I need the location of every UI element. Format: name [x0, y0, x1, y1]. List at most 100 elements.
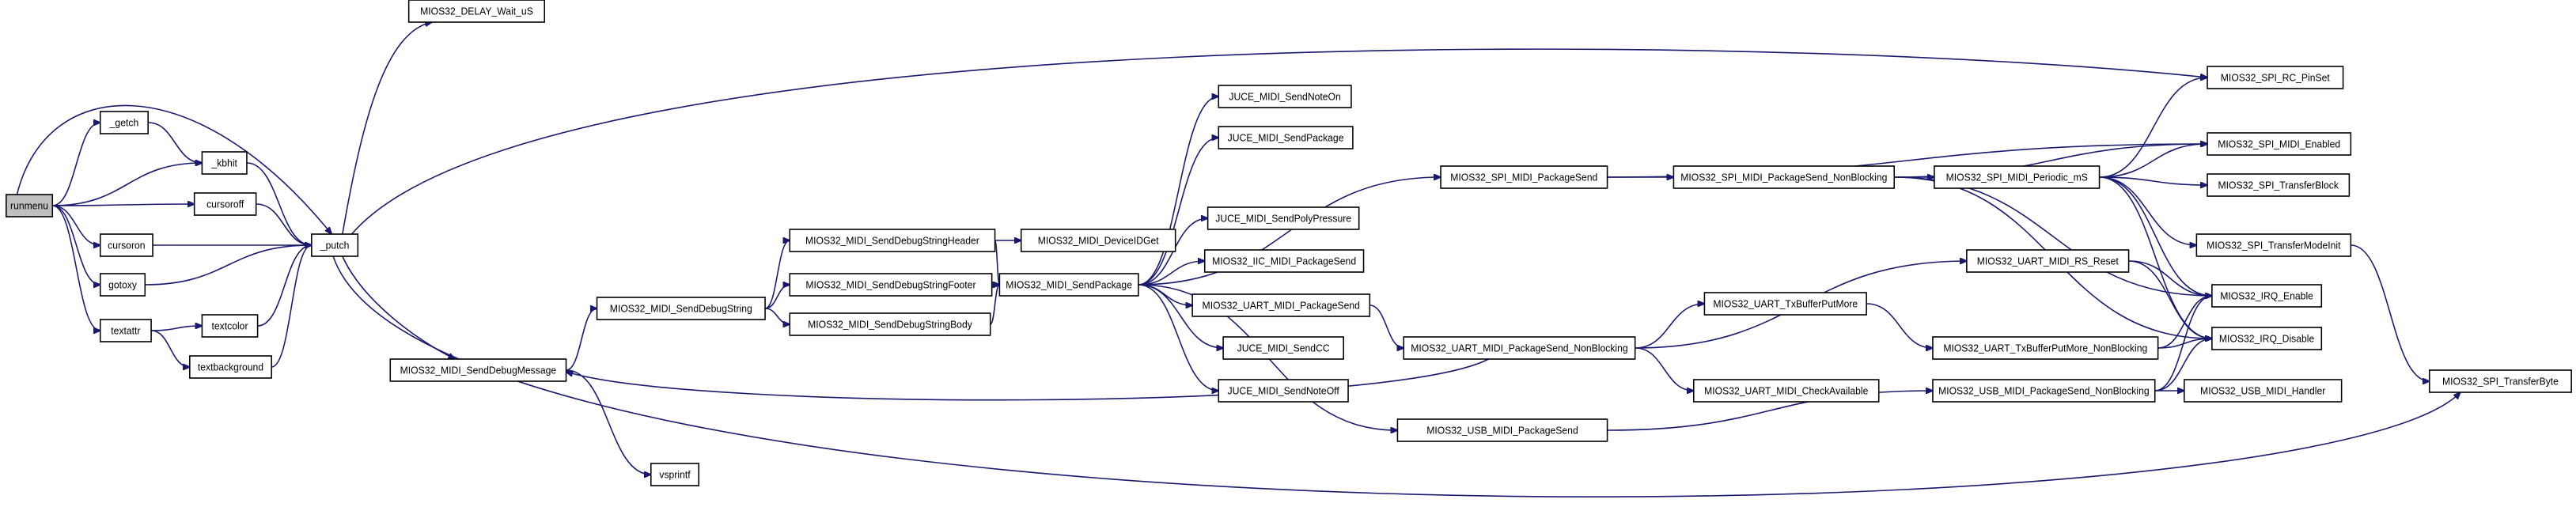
- node-label: MIOS32_SPI_MIDI_PackageSend: [1450, 172, 1597, 183]
- node-box: [1934, 165, 2101, 189]
- node-label: MIOS32_UART_MIDI_RS_Reset: [1977, 255, 2120, 267]
- node-label: MIOS32_SPI_MIDI_Periodic_mS: [1946, 172, 2088, 183]
- node-box: [1218, 85, 1352, 108]
- node-juce-poly[interactable]: JUCE_MIDI_SendPolyPressure: [1207, 206, 1360, 230]
- node-uart-check[interactable]: MIOS32_UART_MIDI_CheckAvailable: [1692, 379, 1880, 403]
- node-box: [201, 314, 259, 338]
- node-usb-pkg[interactable]: MIOS32_USB_MIDI_PackageSend: [1396, 418, 1608, 442]
- edge-senddbgstr-to-body: [764, 308, 790, 324]
- node-label: MIOS32_USB_MIDI_PackageSend_NonBlocking: [1938, 385, 2150, 396]
- node-box: [201, 151, 248, 175]
- edge-uart_rsreset-to-irq_dis: [2128, 260, 2212, 339]
- node-delay[interactable]: MIOS32_DELAY_Wait_uS: [407, 0, 546, 23]
- node-devid[interactable]: MIOS32_MIDI_DeviceIDGet: [1020, 229, 1176, 252]
- node-juce-noteon[interactable]: JUCE_MIDI_SendNoteOn: [1218, 85, 1352, 108]
- node-label: MIOS32_MIDI_SendDebugMessage: [400, 365, 557, 376]
- node-label: MIOS32_MIDI_SendDebugStringFooter: [805, 279, 975, 290]
- node-uart-pkg[interactable]: MIOS32_UART_MIDI_PackageSend: [1191, 293, 1371, 317]
- node-juce-pkg[interactable]: JUCE_MIDI_SendPackage: [1218, 126, 1354, 149]
- node-usb-handler[interactable]: MIOS32_USB_MIDI_Handler: [2183, 379, 2343, 403]
- node-cursoron[interactable]: cursoron: [99, 233, 153, 257]
- edge-kbhit-to-putch: [246, 162, 312, 245]
- edge-textcolor-to-putch: [257, 245, 312, 327]
- node-box: [407, 0, 546, 23]
- edge-runmenu-to-getch: [52, 123, 100, 206]
- edge-sendpkg-to-juce_cc: [1138, 284, 1223, 348]
- node-box: [311, 233, 359, 257]
- node-label: cursoroff: [206, 199, 244, 210]
- node-ftr[interactable]: MIOS32_MIDI_SendDebugStringFooter: [789, 273, 993, 297]
- node-usb-pkg-nb[interactable]: MIOS32_USB_MIDI_PackageSend_NonBlocking: [1932, 379, 2156, 403]
- node-box: [1020, 229, 1176, 252]
- node-box: [2207, 66, 2344, 89]
- edge-uart_pkg_nb-to-uart_putmore: [1635, 304, 1705, 349]
- node-sendpkg[interactable]: MIOS32_MIDI_SendPackage: [998, 273, 1139, 297]
- edge-sendpkg-to-juce_noteoff: [1138, 284, 1218, 391]
- node-box: [1203, 249, 1365, 273]
- node-spi-rc[interactable]: MIOS32_SPI_RC_PinSet: [2207, 66, 2344, 89]
- node-runmenu[interactable]: runmenu: [6, 194, 54, 218]
- node-senddbgmsg[interactable]: MIOS32_MIDI_SendDebugMessage: [389, 358, 567, 382]
- edge-putch-to-spi_byte: [332, 255, 2460, 497]
- node-hdr[interactable]: MIOS32_MIDI_SendDebugStringHeader: [789, 229, 996, 252]
- node-spi-periodic[interactable]: MIOS32_SPI_MIDI_Periodic_mS: [1934, 165, 2101, 189]
- edge-textattr-to-textbackground: [150, 330, 190, 367]
- edge-senddbgmsg-to-senddbgstr: [566, 308, 597, 371]
- edge-uart_putmore-to-uart_putmore_nb: [1866, 303, 1933, 348]
- edge-putch-to-spi_rc: [350, 48, 2207, 235]
- node-getch[interactable]: _getch: [99, 111, 149, 134]
- node-putch[interactable]: _putch: [311, 233, 359, 257]
- node-body[interactable]: MIOS32_MIDI_SendDebugStringBody: [789, 312, 991, 336]
- node-spi-mode[interactable]: MIOS32_SPI_TransferModeInit: [2195, 233, 2352, 257]
- node-box: [189, 355, 272, 379]
- node-uart-putmore[interactable]: MIOS32_UART_TxBufferPutMore: [1703, 292, 1867, 316]
- node-label: MIOS32_MIDI_SendDebugStringHeader: [805, 235, 979, 246]
- node-spi-pkg-nb[interactable]: MIOS32_SPI_MIDI_PackageSend_NonBlocking: [1673, 165, 1896, 189]
- edge-getch-to-kbhit: [148, 122, 202, 163]
- node-textbackground[interactable]: textbackground: [189, 355, 272, 379]
- node-spi-enabled[interactable]: MIOS32_SPI_MIDI_Enabled: [2207, 132, 2352, 156]
- node-label: MIOS32_SPI_TransferBlock: [2218, 180, 2339, 191]
- node-textattr[interactable]: textattr: [99, 319, 152, 342]
- node-box: [789, 312, 991, 336]
- edge-sendpkg-to-spi_pkg: [1138, 177, 1441, 286]
- nodes-layer: runmenu _getch _kbhit cursoroff cursoron goto…: [6, 0, 2572, 486]
- node-label: MIOS32_SPI_MIDI_Enabled: [2218, 138, 2340, 149]
- node-box: [1222, 336, 1344, 360]
- node-vsprintf[interactable]: vsprintf: [650, 463, 699, 486]
- node-box: [99, 273, 146, 297]
- edge-putch-to-delay: [342, 22, 432, 235]
- node-irq-dis[interactable]: MIOS32_IRQ_Disable: [2211, 327, 2323, 350]
- node-spi-pkg[interactable]: MIOS32_SPI_MIDI_PackageSend: [1440, 165, 1608, 189]
- node-uart-rsreset[interactable]: MIOS32_UART_MIDI_RS_Reset: [1966, 249, 2130, 273]
- node-cursoroff[interactable]: cursoroff: [193, 192, 257, 216]
- node-juce-noteoff[interactable]: JUCE_MIDI_SendNoteOff: [1218, 379, 1349, 403]
- edge-senddbgmsg-to-vsprintf: [566, 369, 651, 475]
- node-label: MIOS32_SPI_TransferModeInit: [2207, 240, 2341, 251]
- node-spi-byte[interactable]: MIOS32_SPI_TransferByte: [2428, 369, 2572, 393]
- edge-runmenu-to-cursoroff: [52, 204, 194, 206]
- edge-body-to-sendpkg: [989, 285, 1000, 325]
- node-gotoxy[interactable]: gotoxy: [99, 273, 146, 297]
- node-kbhit[interactable]: _kbhit: [201, 151, 248, 175]
- node-box: [1191, 293, 1371, 317]
- node-label: textcolor: [212, 320, 248, 331]
- node-uart-putmore-nb[interactable]: MIOS32_UART_TxBufferPutMore_NonBlocking: [1932, 336, 2159, 360]
- node-textcolor[interactable]: textcolor: [201, 314, 259, 338]
- node-label: JUCE_MIDI_SendPolyPressure: [1215, 213, 1351, 224]
- node-label: gotoxy: [108, 279, 138, 290]
- node-box: [1218, 379, 1349, 403]
- node-iic-pkg[interactable]: MIOS32_IIC_MIDI_PackageSend: [1203, 249, 1365, 273]
- node-juce-cc[interactable]: JUCE_MIDI_SendCC: [1222, 336, 1344, 360]
- node-irq-en[interactable]: MIOS32_IRQ_Enable: [2211, 284, 2323, 308]
- node-label: JUCE_MIDI_SendPackage: [1228, 132, 1344, 143]
- node-box: [99, 111, 149, 134]
- node-label: MIOS32_SPI_RC_PinSet: [2221, 72, 2331, 83]
- node-label: MIOS32_IRQ_Enable: [2220, 290, 2313, 301]
- node-senddbgstr[interactable]: MIOS32_MIDI_SendDebugString: [596, 297, 766, 320]
- node-box: [2207, 132, 2352, 156]
- node-spi-block[interactable]: MIOS32_SPI_TransferBlock: [2207, 173, 2351, 197]
- edge-spi_periodic-to-spi_enabled: [2099, 144, 2207, 178]
- node-uart-pkg-nb[interactable]: MIOS32_UART_MIDI_PackageSend_NonBlocking: [1403, 336, 1636, 360]
